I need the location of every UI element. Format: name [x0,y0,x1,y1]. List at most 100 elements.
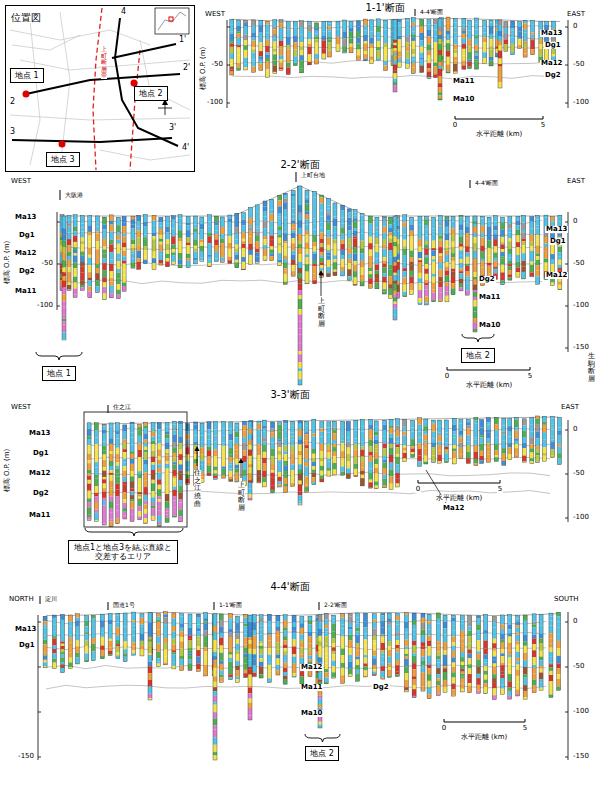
boring-layer [465,246,469,252]
boring-layer [356,31,360,37]
boring-layer [122,264,126,270]
boring-layer [237,45,241,47]
boring-layer [382,233,386,239]
boring-layer [242,257,246,262]
boring-layer [278,214,282,217]
boring-layer [109,509,113,513]
boring-layer [80,232,84,234]
boring-layer [405,27,409,32]
boring-layer [178,241,182,247]
boring-layer [370,44,374,49]
boring-layer [445,251,449,255]
boring-log [498,20,502,88]
boring-layer [388,295,392,298]
boring-layer [375,283,379,287]
boring-layer [159,235,163,239]
boring-layer [283,193,287,195]
boring-layer [237,47,241,50]
boring-log [109,215,113,298]
boring-layer [80,252,84,256]
boring-layer [489,61,493,66]
boring-log [459,215,463,291]
boring-layer [88,236,92,242]
boring-layer [131,248,135,252]
boring-layer [235,260,239,263]
boring-layer [473,251,477,258]
boring-layer [518,22,522,27]
boring-layer [393,65,397,71]
boring-layer [368,274,372,278]
boring-layer [424,264,428,269]
boring-layer [293,42,297,49]
boring-layer [115,469,119,474]
boring-layer [370,31,374,37]
boring-layer [87,480,91,484]
boring-layer [178,224,182,230]
boring-layer [171,244,175,249]
site-dot [23,91,30,98]
boring-layer [102,498,106,501]
boring-layer [473,272,477,277]
boring-log [439,216,443,302]
boring-layer [255,257,259,263]
boring-layer [531,20,535,24]
boring-layer [298,315,302,322]
boring-layer [186,254,190,258]
boring-layer [220,222,224,227]
boring-layer [508,267,512,270]
boring-layer [418,278,422,283]
boring-layer [382,289,386,291]
boring-layer [403,271,407,277]
boring-layer [283,222,287,229]
boring-layer [270,228,274,236]
boring-layer [255,249,259,253]
boring-layer [393,294,397,297]
boring-layer [265,69,269,71]
boring-layer [508,232,512,238]
boring-layer [228,257,232,261]
boring-layer [186,258,190,261]
boring-layer [305,211,309,214]
boring-layer [138,425,142,427]
boring-layer [291,209,295,215]
boring-layer [235,234,239,239]
boring-layer [376,51,380,59]
boring-layer [327,27,331,30]
boring-layer [531,37,535,40]
boring-layer [244,50,248,58]
boring-layer [102,471,106,477]
boring-layer [263,259,267,261]
boring-layer [411,60,415,63]
boring-log [388,217,392,298]
boring-layer [116,278,120,284]
bracket [462,334,494,342]
boring-log [445,217,449,302]
boring-layer [393,73,397,78]
boring-layer [305,190,309,196]
boring-layer [220,250,224,257]
boring-layer [62,247,66,253]
cross-section [230,17,560,100]
boring-layer [375,259,379,265]
boring-layer [353,247,357,253]
boring-layer [418,263,422,265]
boring-layer [451,261,455,269]
boring-layer [382,263,386,267]
boring-layer [283,210,287,212]
boring-layer [159,239,163,242]
boring-layer [230,32,234,34]
boring-layer [403,277,407,284]
boring-layer [343,38,347,46]
boring-layer [327,29,331,31]
boring-layer [508,254,512,258]
boring-layer [363,51,367,54]
boring-layer [360,215,364,222]
boring-layer [368,237,372,243]
boring-layer [397,45,401,51]
section-line [115,18,178,146]
boring-layer [315,54,319,59]
boring-log [131,216,135,268]
boring-layer [131,234,135,240]
boring-layer [94,430,98,437]
boring-layer [143,226,147,229]
